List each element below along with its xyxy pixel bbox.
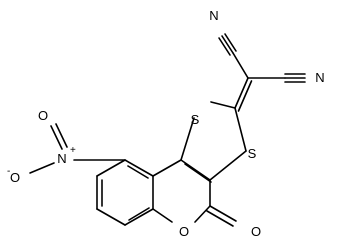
benzene-inner-double-bond <box>127 165 149 179</box>
benzene-bond <box>124 159 154 177</box>
nitrogen-atom-label: N <box>209 8 218 23</box>
alkene-bond-inner <box>237 80 253 112</box>
nitro-oxygen-bond-top-double <box>55 123 68 148</box>
benzene-bond <box>96 208 126 226</box>
nitrile-triple-bond-top-1 <box>221 35 234 54</box>
carbonyl-double-bond-2 <box>206 210 234 227</box>
nitrile-carbon-bond-top <box>232 52 249 79</box>
dithiole-bond <box>180 159 211 181</box>
pyranone-bond <box>152 208 173 223</box>
pyranone-bond <box>194 205 211 223</box>
positive-charge-label: + <box>70 145 76 156</box>
dithiole-bond <box>209 150 247 181</box>
dithiole-bond <box>210 101 236 109</box>
dithiole-bond <box>234 107 247 152</box>
benzene-inner-double-bond <box>128 207 150 221</box>
benzene-bond <box>96 159 126 177</box>
ring-oxygen-atom-label: O <box>179 224 189 239</box>
nitro-oxygen-atom-label: O <box>38 108 48 123</box>
nitrile-triple-bond-top-3 <box>218 37 231 56</box>
carbonyl-double-bond-1 <box>209 205 237 222</box>
nitrile-triple-bond-top-2 <box>224 33 237 52</box>
benzene-bond <box>124 208 154 226</box>
pyranone-bond <box>152 159 182 177</box>
negative-charge-label: - <box>7 166 10 177</box>
carbonyl-oxygen-atom-label: O <box>251 224 261 239</box>
nitro-oxide-atom-label: O <box>10 170 20 185</box>
sulfur-atom-label: S <box>248 146 257 161</box>
sulfur-atom-label: S <box>191 112 200 127</box>
dithiole-double-bond <box>184 163 212 183</box>
alkene-bond <box>234 77 249 109</box>
nitro-oxygen-bond-top <box>50 125 63 150</box>
dithiole-bond <box>180 117 195 161</box>
nitrogen-atom-label: N <box>315 70 324 85</box>
nitro-nitrogen-atom-label: N <box>57 151 66 166</box>
nitro-oxygen-bond-left <box>29 162 55 174</box>
